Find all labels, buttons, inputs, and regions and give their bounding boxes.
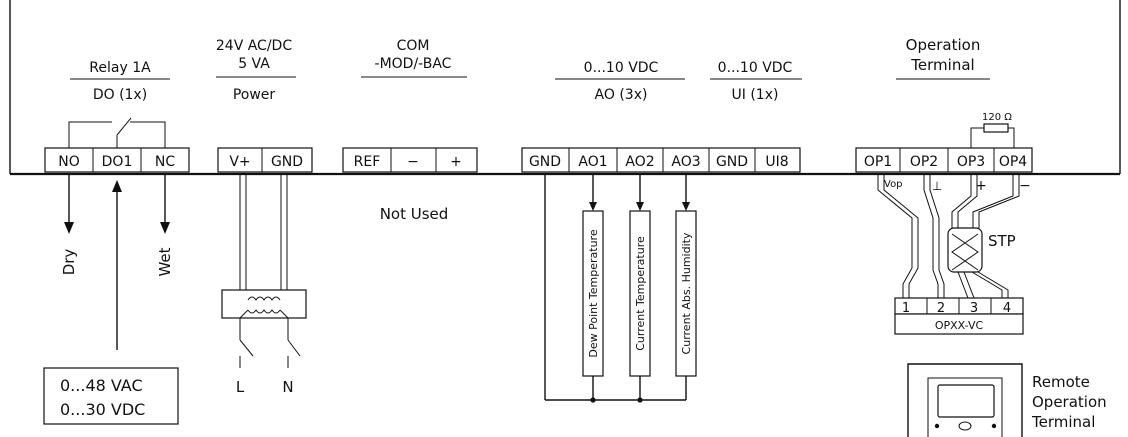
device-housing — [9, 0, 1121, 176]
terminal-nc: NC — [155, 154, 175, 170]
remote-button-icon — [958, 421, 972, 431]
op-title-line1: Operation — [906, 36, 981, 54]
ao2-arrow-icon — [636, 202, 644, 211]
terminal-vplus: V+ — [229, 154, 250, 170]
resistor-label: 120 Ω — [982, 112, 1012, 123]
dry-label: Dry — [60, 249, 78, 276]
power-title-line2: 5 VA — [238, 56, 270, 72]
terminal-op2: OP2 — [910, 154, 938, 170]
op-vop-label: Vop — [884, 179, 903, 190]
terminal-ao3: AO3 — [671, 154, 700, 170]
terminal-ao2: AO2 — [625, 154, 654, 170]
remote-label-line1: Remote — [1032, 373, 1090, 391]
ui-subtitle: UI (1x) — [732, 87, 779, 103]
relay-wiring: Dry Wet — [60, 174, 174, 350]
ao1-output-label: Dew Point Temperature — [587, 229, 600, 357]
remote-display — [937, 384, 995, 418]
not-used-label: Not Used — [380, 205, 449, 223]
remote-label-line2: Operation — [1032, 393, 1107, 411]
op-title-line2: Terminal — [910, 56, 974, 74]
stp-label: STP — [988, 232, 1016, 250]
terminal-op4: OP4 — [999, 154, 1027, 170]
termination-resistor: 120 Ω — [970, 112, 1015, 148]
ao-subtitle: AO (3x) — [595, 87, 648, 103]
transformer-primary-coil — [247, 309, 281, 314]
label-n: N — [282, 378, 293, 396]
terminal-ref: REF — [354, 154, 381, 170]
opxx-pin2: 2 — [937, 301, 945, 316]
ao2-output-label: Current Temperature — [634, 236, 647, 351]
terminal-ao1: AO1 — [578, 154, 607, 170]
ao-wiring — [544, 174, 690, 403]
stp-shield — [947, 227, 983, 273]
remote-label-line3: Terminal — [1031, 413, 1095, 431]
transformer-secondary-coil — [247, 296, 281, 301]
source-line1: 0...48 VAC — [60, 376, 143, 395]
source-arrow-icon — [112, 180, 122, 192]
terminal-power-gnd: GND — [271, 154, 303, 170]
relay-terminals: NO DO1 NC — [44, 147, 190, 173]
terminal-io-gnd2: GND — [716, 154, 748, 170]
terminal-com-plus: + — [450, 154, 462, 170]
op-ground-label: ⊥ — [932, 179, 942, 193]
relay-header: Relay 1A DO (1x) — [70, 60, 170, 103]
label-l: L — [236, 378, 245, 396]
relay-title: Relay 1A — [89, 60, 151, 76]
op-plus-label: + — [975, 178, 987, 194]
com-terminals: REF − + — [342, 147, 478, 173]
ao-title: 0...10 VDC — [584, 60, 659, 76]
power-title-line1: 24V AC/DC — [216, 38, 292, 54]
resistor-icon — [983, 123, 1009, 133]
wet-arrow-icon — [160, 222, 170, 234]
com-title-line2: -MOD/-BAC — [375, 56, 452, 72]
ao3-arrow-icon — [682, 202, 690, 211]
dry-arrow-icon — [64, 222, 74, 234]
terminal-op1: OP1 — [864, 154, 892, 170]
opxx-pin3: 3 — [970, 301, 978, 316]
op-wiring: Vop ⊥ + − STP — [877, 174, 1031, 299]
transformer-box — [221, 289, 307, 319]
remote-terminal-device: Remote Operation Terminal — [907, 363, 1107, 437]
ao-header: 0...10 VDC AO (3x) — [555, 60, 685, 103]
ao1-output-box — [582, 210, 604, 377]
opxx-name: OPXX-VC — [935, 319, 984, 332]
relay-subtitle: DO (1x) — [93, 87, 147, 103]
relay-contact-symbol — [68, 117, 166, 148]
ao2-output-box — [629, 210, 651, 377]
terminal-io-gnd1: GND — [529, 154, 561, 170]
terminal-ui8: UI8 — [765, 154, 788, 170]
ao3-output-box — [675, 210, 697, 377]
terminal-do1: DO1 — [102, 154, 133, 170]
power-wiring: L N — [221, 174, 307, 396]
ao3-output-label: Current Abs. Humidity — [680, 232, 693, 354]
com-header: COM -MOD/-BAC — [361, 38, 467, 78]
com-title-line1: COM — [397, 38, 430, 54]
opxx-pin1: 1 — [902, 301, 910, 316]
source-line2: 0...30 VDC — [60, 400, 145, 419]
op-minus-label: − — [1019, 178, 1031, 194]
ui-header: 0...10 VDC UI (1x) — [710, 60, 802, 103]
op-terminals: OP1 OP2 OP3 OP4 — [855, 147, 1033, 173]
terminal-op3: OP3 — [957, 154, 985, 170]
ao-output-boxes: Dew Point Temperature Current Temperatur… — [582, 210, 697, 377]
ao1-arrow-icon — [589, 202, 597, 211]
wet-label: Wet — [156, 247, 174, 276]
relay-source-box: 0...48 VAC 0...30 VDC — [43, 367, 179, 425]
opxx-connector: 1 2 3 4 OPXX-VC — [894, 297, 1024, 335]
io-terminals: GND AO1 AO2 AO3 GND UI8 — [521, 147, 801, 173]
power-subtitle: Power — [233, 87, 276, 103]
power-header: 24V AC/DC 5 VA Power — [216, 38, 296, 103]
terminal-com-minus: − — [407, 154, 419, 170]
terminal-no: NO — [58, 154, 80, 170]
ui-title: 0...10 VDC — [718, 60, 793, 76]
opxx-pin4: 4 — [1003, 301, 1011, 316]
power-terminals: V+ GND — [217, 147, 313, 173]
op-header: Operation Terminal — [896, 36, 990, 80]
